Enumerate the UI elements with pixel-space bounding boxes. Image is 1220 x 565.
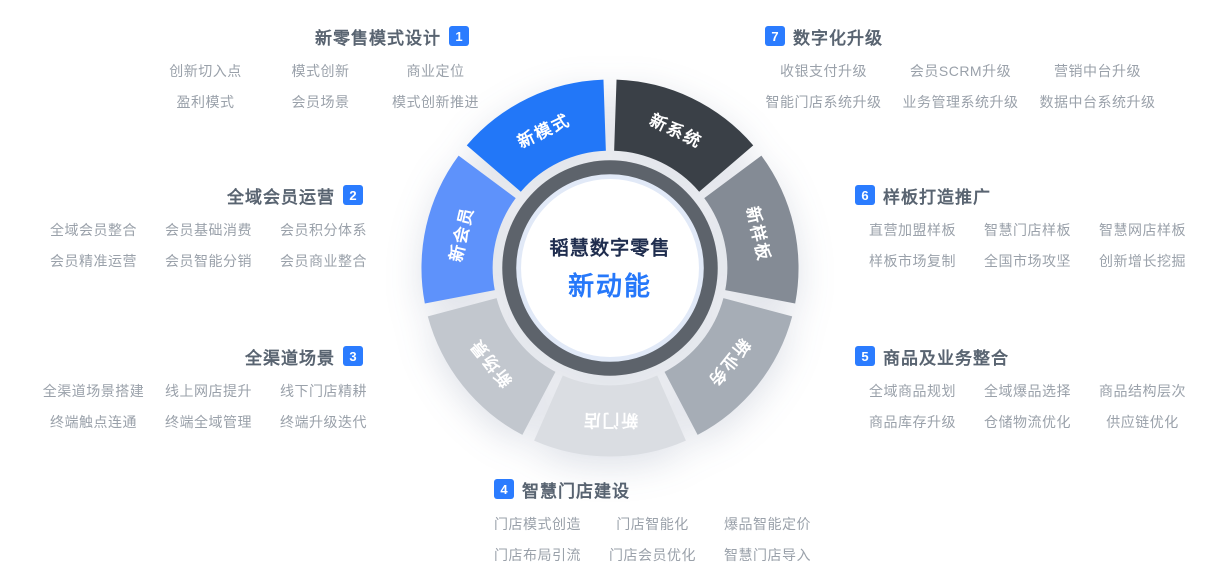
section-omnichannel-scene: 全渠道场景 3 全渠道场景搭建 线上网店提升 线下门店精耕 终端触点连通 终端全… [36,345,381,432]
section-member-operation: 全域会员运营 2 全域会员整合 会员基础消费 会员积分体系 会员精准运营 会员智… [36,184,381,271]
section-number-badge: 2 [343,185,363,205]
section-number-badge: 7 [765,26,785,46]
wedge-new-store [534,375,686,457]
section-title-row: 6 样板打造推广 [855,184,1200,207]
section-title: 商品及业务整合 [883,348,1009,368]
section-title: 新零售模式设计 [315,28,441,48]
section-title-row: 全渠道场景 3 [36,345,381,368]
wedge-new-system [614,79,754,192]
center-tagline-text: 新动能 [568,271,652,301]
section-title-row: 新零售模式设计 1 [148,25,493,48]
list-item: 线上网店提升 [165,383,252,399]
wheel-segments [421,79,799,457]
section-title: 数字化升级 [793,28,883,48]
list-item: 供应链优化 [1106,414,1179,430]
section-template-promotion: 6 样板打造推广 直营加盟样板 智慧门店样板 智慧网店样板 样板市场复制 全国市… [855,184,1200,271]
list-item: 模式创新 [291,63,350,79]
list-item: 全国市场攻坚 [984,253,1071,269]
list-item: 会员智能分销 [165,253,252,269]
section-title-row: 5 商品及业务整合 [855,345,1200,368]
section-number-badge: 5 [855,346,875,366]
list-item: 数据中台系统升级 [1039,94,1156,110]
section-goods-business-integration: 5 商品及业务整合 全域商品规划 全域爆品选择 商品结构层次 商品库存升级 仓储… [855,345,1200,432]
wedge-label: 新门店 [582,410,638,430]
list-item: 业务管理系统升级 [902,94,1019,110]
list-item: 全域商品规划 [869,383,956,399]
list-item: 线下门店精耕 [280,383,367,399]
list-item: 盈利模式 [176,94,235,110]
center-brand-text: 韬慧数字零售 [549,237,670,260]
list-item: 模式创新推进 [392,94,479,110]
list-item: 会员积分体系 [280,222,367,238]
wedge-new-template [704,155,799,304]
list-item: 会员场景 [291,94,350,110]
section-title: 全渠道场景 [245,348,335,368]
list-item: 会员SCRM升级 [909,63,1012,79]
list-item: 直营加盟样板 [869,222,956,238]
list-item: 终端全域管理 [165,414,252,430]
section-items: 门店模式创造 门店智能化 爆品智能定价 门店布局引流 门店会员优化 智慧门店导入 [480,514,825,565]
section-number-badge: 3 [343,346,363,366]
list-item: 会员精准运营 [50,253,137,269]
section-items: 全渠道场景搭建 线上网店提升 线下门店精耕 终端触点连通 终端全域管理 终端升级… [36,381,381,432]
section-new-retail-model-design: 新零售模式设计 1 创新切入点 模式创新 商业定位 盈利模式 会员场景 模式创新… [148,25,493,112]
list-item: 商品结构层次 [1099,383,1186,399]
list-item: 商业定位 [406,63,465,79]
list-item: 收银支付升级 [780,63,867,79]
list-item: 全渠道场景搭建 [42,383,145,399]
list-item: 商品库存升级 [869,414,956,430]
list-item: 会员商业整合 [280,253,367,269]
section-number-badge: 1 [449,26,469,46]
list-item: 门店布局引流 [494,547,581,563]
list-item: 终端升级迭代 [280,414,367,430]
list-item: 门店智能化 [616,516,689,532]
section-title: 智慧门店建设 [522,481,630,501]
list-item: 爆品智能定价 [724,516,811,532]
list-item: 营销中台升级 [1054,63,1141,79]
list-item: 全域爆品选择 [984,383,1071,399]
section-items: 全域商品规划 全域爆品选择 商品结构层次 商品库存升级 仓储物流优化 供应链优化 [855,381,1200,432]
section-items: 直营加盟样板 智慧门店样板 智慧网店样板 样板市场复制 全国市场攻坚 创新增长挖… [855,220,1200,271]
list-item: 智能门店系统升级 [765,94,882,110]
list-item: 智慧门店导入 [724,547,811,563]
list-item: 门店模式创造 [494,516,581,532]
section-digital-upgrade: 7 数字化升级 收银支付升级 会员SCRM升级 营销中台升级 智能门店系统升级 … [755,25,1170,112]
section-title-row: 4 智慧门店建设 [480,478,825,501]
list-item: 门店会员优化 [609,547,696,563]
list-item: 创新切入点 [169,63,242,79]
section-number-badge: 4 [494,479,514,499]
list-item: 智慧门店样板 [984,222,1071,238]
list-item: 智慧网店样板 [1099,222,1186,238]
section-title: 样板打造推广 [883,187,991,207]
list-item: 终端触点连通 [50,414,137,430]
list-item: 会员基础消费 [165,222,252,238]
section-title-row: 全域会员运营 2 [36,184,381,207]
section-title-row: 7 数字化升级 [755,25,1170,48]
section-number-badge: 6 [855,185,875,205]
wedge-new-member [421,155,516,304]
section-items: 全域会员整合 会员基础消费 会员积分体系 会员精准运营 会员智能分销 会员商业整… [36,220,381,271]
center-circle [516,174,704,362]
list-item: 创新增长挖掘 [1099,253,1186,269]
wheel-diagram: 新系统 新样板 新业务 新门店 新场景 新会员 新模式 韬慧数字零售 新动能 [421,79,799,457]
wedge-new-scene [427,298,556,435]
section-smart-store: 4 智慧门店建设 门店模式创造 门店智能化 爆品智能定价 门店布局引流 门店会员… [480,478,825,565]
wedge-new-business [664,298,793,435]
list-item: 仓储物流优化 [984,414,1071,430]
list-item: 样板市场复制 [869,253,956,269]
section-title: 全域会员运营 [227,187,335,207]
section-items: 收银支付升级 会员SCRM升级 营销中台升级 智能门店系统升级 业务管理系统升级… [755,61,1170,112]
section-items: 创新切入点 模式创新 商业定位 盈利模式 会员场景 模式创新推进 [148,61,493,112]
wedge-new-model [466,79,606,192]
list-item: 全域会员整合 [50,222,137,238]
